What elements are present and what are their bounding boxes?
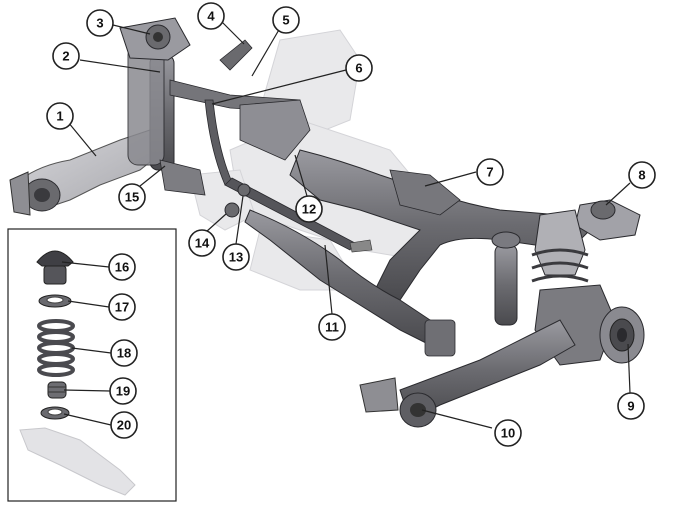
svg-text:6: 6 <box>355 61 362 76</box>
callout-7: 7 <box>476 158 504 186</box>
svg-text:4: 4 <box>207 9 215 24</box>
svg-text:12: 12 <box>302 202 316 217</box>
svg-text:14: 14 <box>195 236 210 251</box>
shock-absorber-left <box>119 17 191 171</box>
svg-text:16: 16 <box>115 260 129 275</box>
callout-8: 8 <box>628 161 656 189</box>
spring-seat-lower-part <box>40 406 70 420</box>
svg-text:17: 17 <box>115 300 129 315</box>
trailing-arm-inset-part <box>19 427 136 496</box>
callout-5: 5 <box>272 6 300 34</box>
callout-11: 11 <box>318 313 346 341</box>
callout-3: 3 <box>86 9 114 37</box>
svg-text:8: 8 <box>638 168 645 183</box>
callout-17: 17 <box>108 293 136 321</box>
subframe <box>244 149 591 357</box>
svg-text:19: 19 <box>116 384 130 399</box>
spring-tower-right <box>491 199 641 326</box>
svg-text:10: 10 <box>501 426 515 441</box>
svg-text:9: 9 <box>627 399 634 414</box>
callout-4: 4 <box>197 2 225 30</box>
callout-12: 12 <box>295 195 323 223</box>
callout-20: 20 <box>110 411 138 439</box>
callout-2: 2 <box>52 42 80 70</box>
svg-text:3: 3 <box>96 16 103 31</box>
callout-18: 18 <box>110 339 138 367</box>
callout-6: 6 <box>345 54 373 82</box>
callout-13: 13 <box>222 243 250 271</box>
svg-text:7: 7 <box>486 165 493 180</box>
bump-stop-part <box>47 381 67 399</box>
callout-15: 15 <box>118 183 146 211</box>
callout-9: 9 <box>617 392 645 420</box>
spring-seat-upper-part <box>38 294 72 308</box>
callout-10: 10 <box>494 419 522 447</box>
upper-links-left <box>159 39 373 253</box>
svg-text:11: 11 <box>325 320 339 335</box>
svg-text:1: 1 <box>56 109 63 124</box>
svg-text:2: 2 <box>62 49 69 64</box>
svg-text:20: 20 <box>117 418 131 433</box>
svg-text:5: 5 <box>282 13 289 28</box>
trailing-arm-right <box>359 319 576 428</box>
callout-1: 1 <box>46 102 74 130</box>
callout-16: 16 <box>108 253 136 281</box>
callout-14: 14 <box>188 229 216 257</box>
svg-text:18: 18 <box>117 346 131 361</box>
svg-text:15: 15 <box>125 190 139 205</box>
svg-text:13: 13 <box>229 250 243 265</box>
callout-19: 19 <box>109 377 137 405</box>
leader-lines <box>61 21 631 429</box>
exploded-parts-inset <box>7 228 177 502</box>
